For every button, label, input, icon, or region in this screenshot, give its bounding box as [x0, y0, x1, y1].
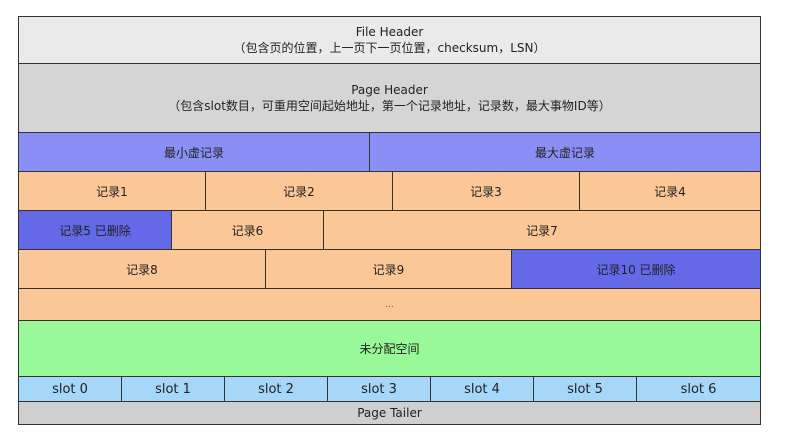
- slot-2: slot 2: [224, 376, 328, 402]
- slot-5: slot 5: [533, 376, 637, 402]
- max-virtual-record: 最大虚记录: [369, 132, 761, 172]
- record-2: 记录2: [205, 171, 393, 211]
- record-row-1: 记录1 记录2 记录3 记录4: [18, 171, 761, 211]
- slot-0: slot 0: [18, 376, 122, 402]
- page-tailer: Page Tailer: [18, 401, 761, 425]
- record-4: 记录4: [579, 171, 761, 211]
- slot-4: slot 4: [430, 376, 534, 402]
- record-1: 记录1: [18, 171, 206, 211]
- record-3: 记录3: [392, 171, 580, 211]
- record-5-deleted: 记录5 已删除: [18, 210, 172, 250]
- slot-3: slot 3: [327, 376, 431, 402]
- file-header: File Header （包含页的位置，上一页下一页位置，checksum，LS…: [18, 16, 761, 64]
- record-7: 记录7: [323, 210, 761, 250]
- page-tailer-label: Page Tailer: [357, 406, 422, 420]
- virtual-record-row: 最小虚记录 最大虚记录: [18, 132, 761, 172]
- record-6: 记录6: [171, 210, 324, 250]
- record-10-deleted: 记录10 已删除: [511, 249, 761, 289]
- page-header: Page Header （包含slot数目，可重用空间起始地址，第一个记录地址，…: [18, 63, 761, 133]
- record-row-2: 记录5 已删除 记录6 记录7: [18, 210, 761, 250]
- record-row-3: 记录8 记录9 记录10 已删除: [18, 249, 761, 289]
- free-space-label: 未分配空间: [359, 341, 420, 356]
- ellipsis: ...: [385, 299, 394, 310]
- slot-1: slot 1: [121, 376, 225, 402]
- more-records: ...: [18, 288, 761, 321]
- record-8: 记录8: [18, 249, 266, 289]
- page-directory-slots: slot 0 slot 1 slot 2 slot 3 slot 4 slot …: [18, 376, 761, 402]
- file-header-note: （包含页的位置，上一页下一页位置，checksum，LSN）: [233, 41, 546, 55]
- file-header-title: File Header: [355, 25, 424, 39]
- slot-6: slot 6: [636, 376, 761, 402]
- page-header-title: Page Header: [351, 83, 428, 97]
- record-9: 记录9: [265, 249, 512, 289]
- page-header-note: （包含slot数目，可重用空间起始地址，第一个记录地址，记录数，最大事物ID等）: [168, 99, 611, 113]
- min-virtual-record: 最小虚记录: [18, 132, 370, 172]
- free-space: 未分配空间: [18, 320, 761, 377]
